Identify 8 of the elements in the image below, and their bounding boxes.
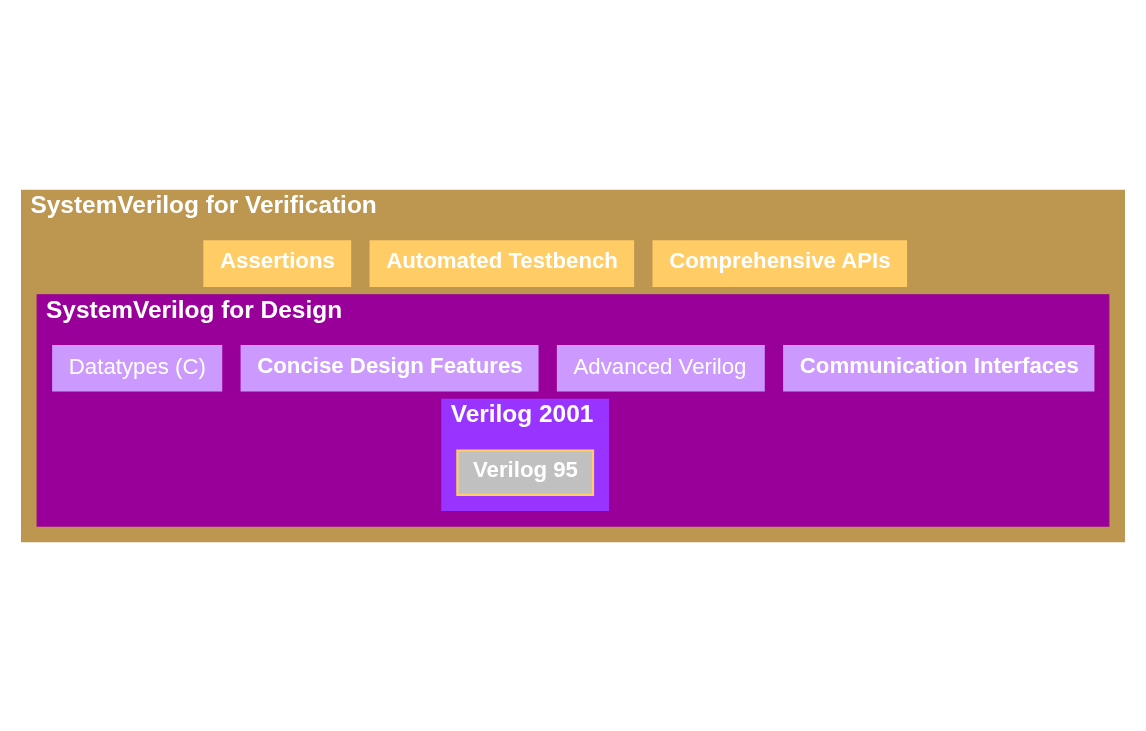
node-box: Datatypes (C) <box>52 344 223 392</box>
node-box: Communication Interfaces <box>783 344 1095 392</box>
node-box: Concise Design Features <box>240 344 539 392</box>
node-box: Comprehensive APIs <box>652 239 908 287</box>
node-box: Assertions <box>203 239 352 287</box>
node-box: Advanced Verilog <box>556 344 765 392</box>
node-box: Verilog 95 <box>456 448 595 496</box>
node-box: Automated Testbench <box>369 239 635 287</box>
